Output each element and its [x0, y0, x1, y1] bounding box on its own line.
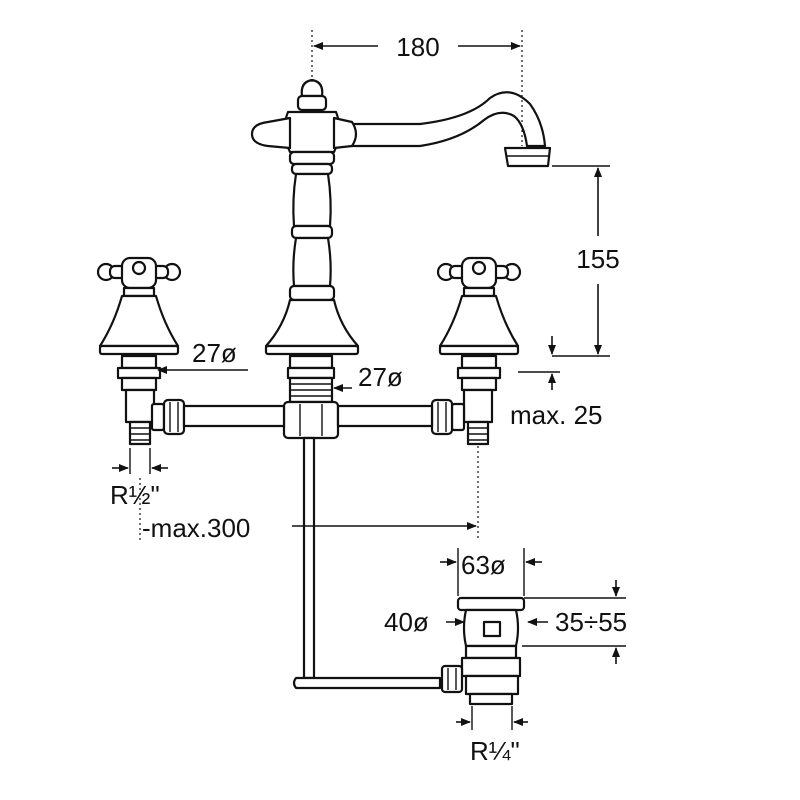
dimension-lines: [112, 30, 626, 730]
dim-hole-center: 27ø: [358, 362, 403, 392]
connecting-pipes: [182, 404, 442, 690]
dim-waste-plug: 40ø: [384, 607, 429, 637]
dim-waste-flange: 63ø: [461, 550, 506, 580]
right-handle-valve: [430, 256, 522, 446]
dim-spout-height: 155: [576, 244, 619, 274]
popup-waste: [440, 596, 526, 706]
left-handle-valve: [96, 256, 186, 446]
dim-max-spacing: -max.300: [142, 513, 250, 543]
dim-inlet-thread: R½": [110, 480, 160, 510]
dim-deck-thickness: max. 25: [510, 400, 603, 430]
spout-assembly: [250, 78, 552, 440]
dim-waste-thread: R¼": [470, 736, 520, 766]
dim-waste-height: 35÷55: [555, 607, 627, 637]
dim-spout-reach: 180: [396, 32, 439, 62]
dim-hole-left: 27ø: [192, 338, 237, 368]
